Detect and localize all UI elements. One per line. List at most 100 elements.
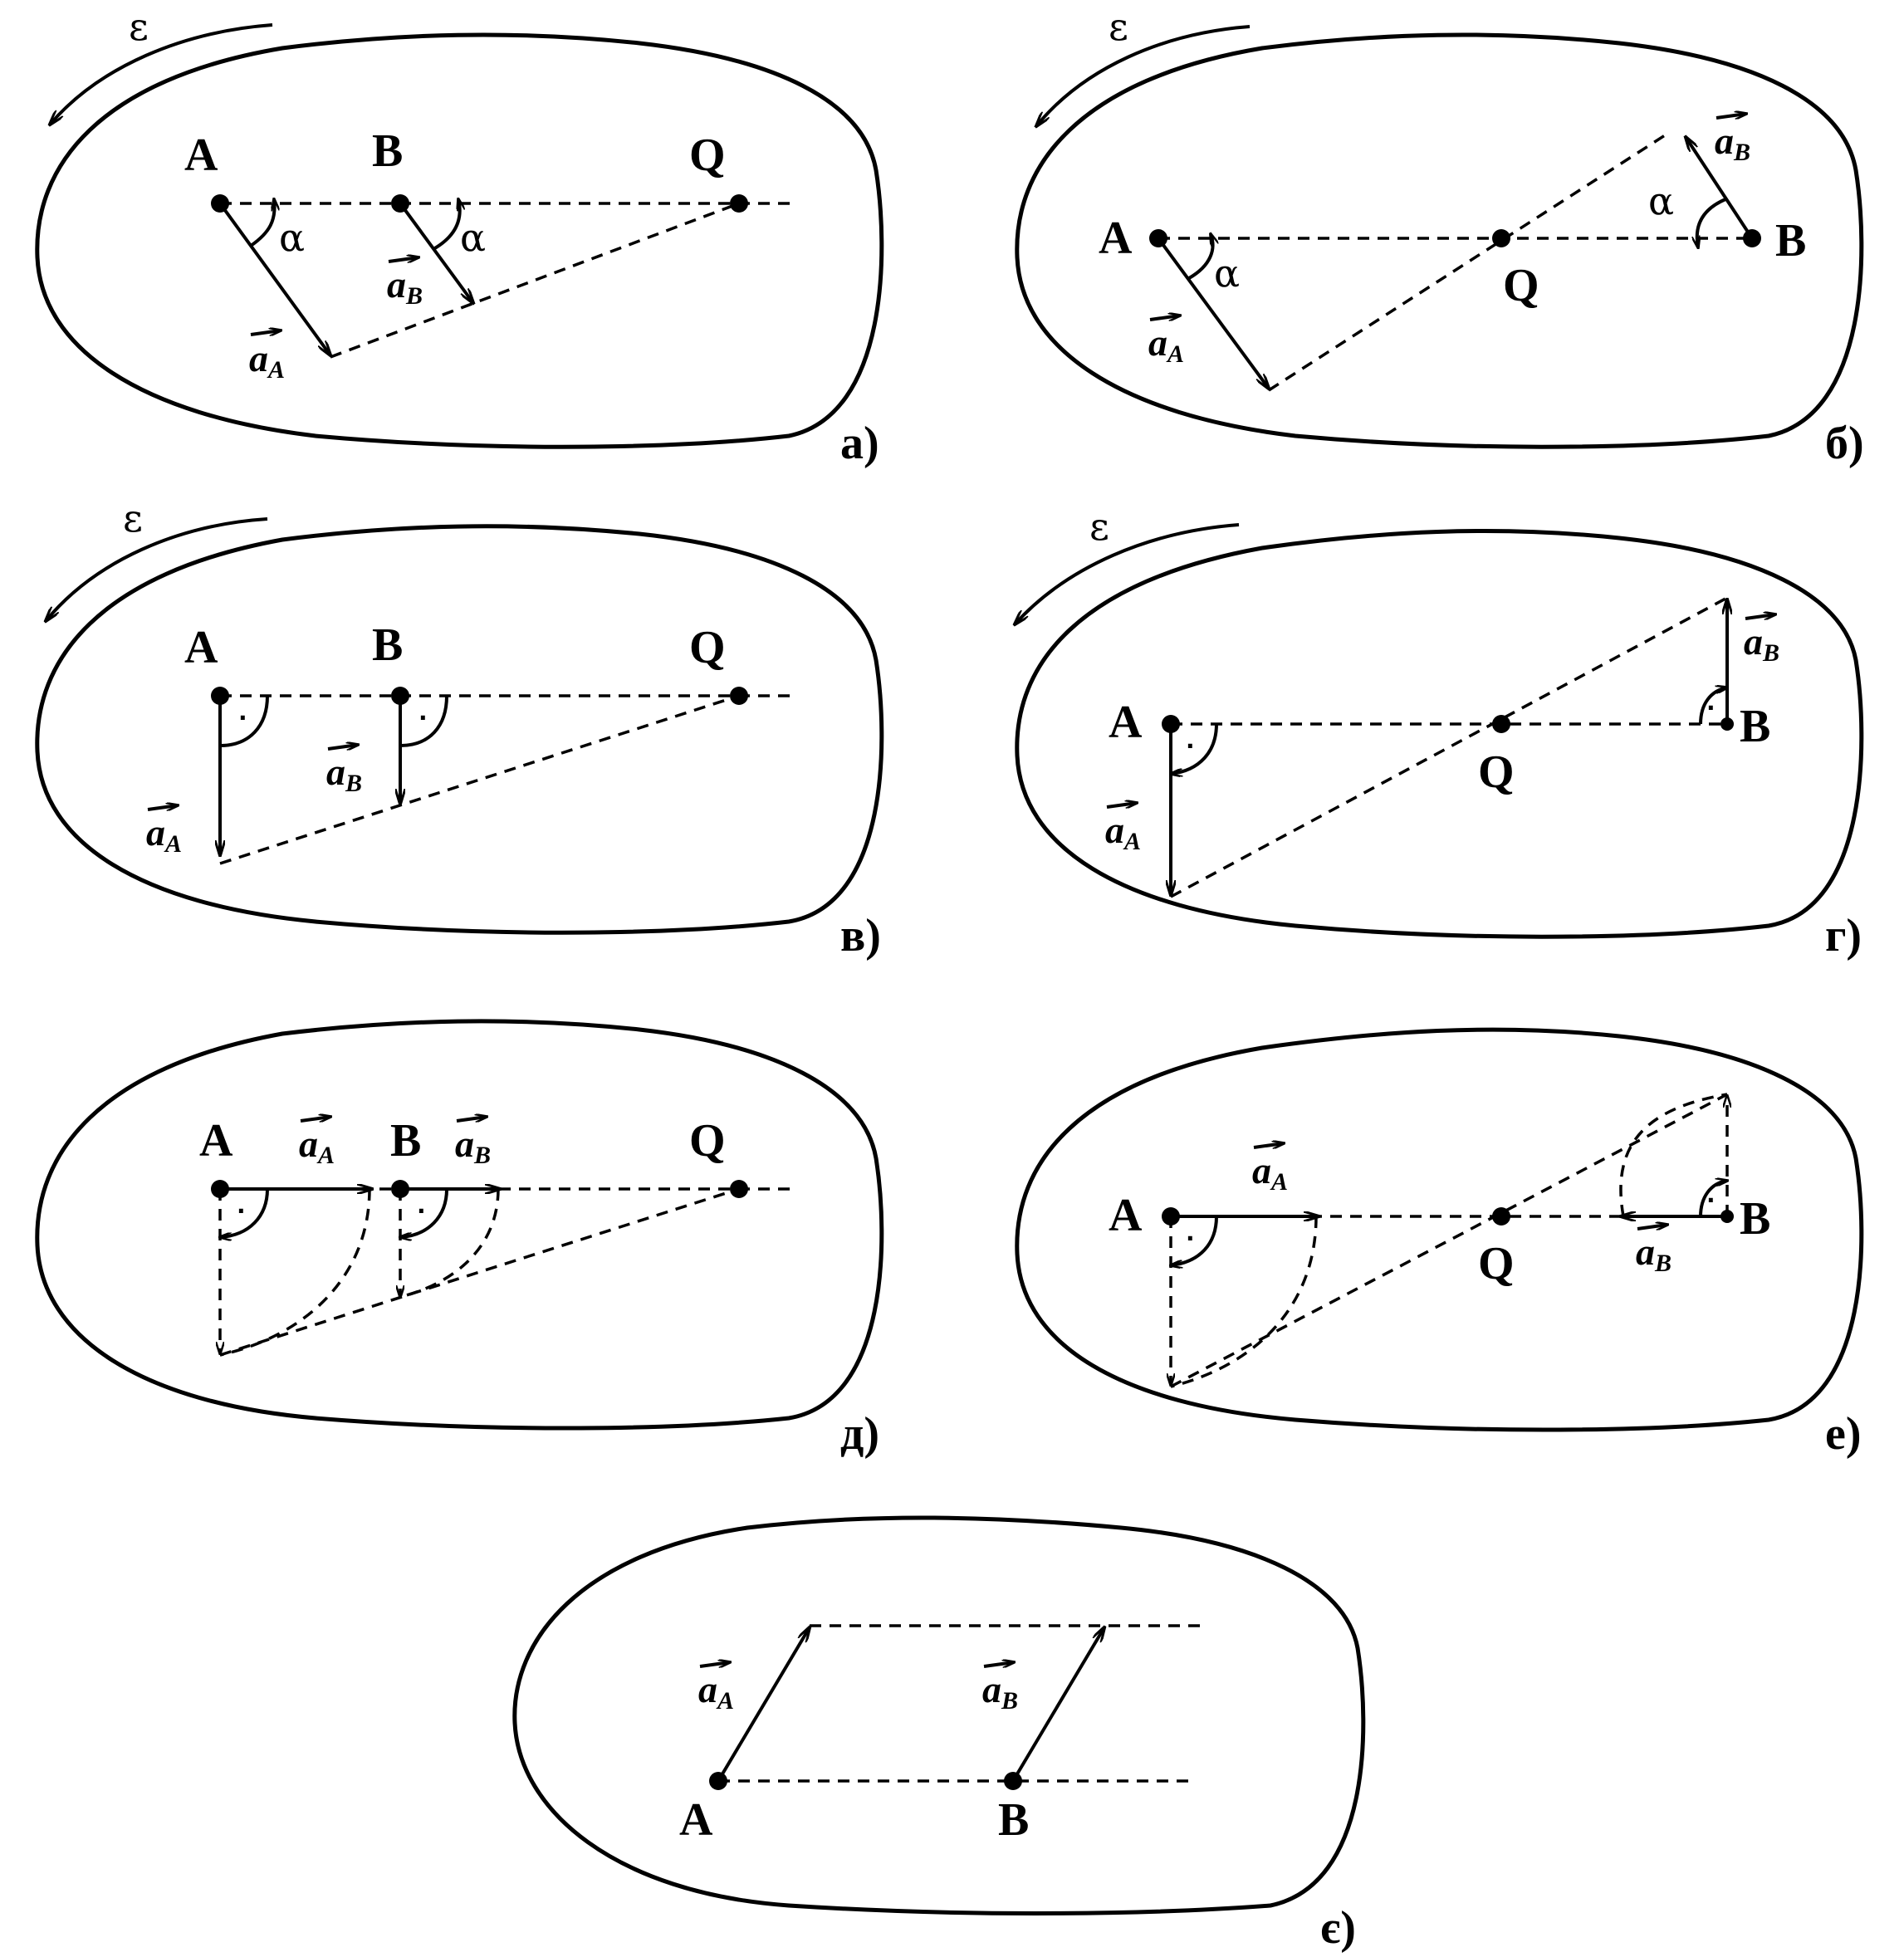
svg-text:aB: aB bbox=[1636, 1230, 1672, 1277]
panel-g: ε A Q B · · aA aB г) bbox=[1015, 504, 1864, 961]
accel-vector-a bbox=[218, 202, 330, 355]
accel-letter: a bbox=[146, 811, 165, 854]
label-a: A bbox=[199, 1115, 233, 1167]
accel-letter: a bbox=[326, 751, 345, 793]
point-q bbox=[1492, 229, 1510, 247]
accel-sub: B bbox=[345, 770, 362, 797]
panel-b: ε A Q B α α aA aB б) bbox=[1015, 4, 1864, 469]
point-q bbox=[730, 1180, 748, 1198]
accel-vector-a bbox=[717, 1627, 810, 1783]
angle-arc-a bbox=[1187, 234, 1213, 280]
accel-vector-b bbox=[399, 202, 473, 303]
accel-sub: A bbox=[1123, 828, 1141, 855]
svg-text:aB: aB bbox=[1744, 620, 1779, 667]
accel-vector-a bbox=[1157, 237, 1269, 389]
point-q bbox=[1492, 1207, 1510, 1226]
alpha-label-b: α bbox=[460, 215, 486, 260]
accel-sub: B bbox=[405, 282, 423, 310]
accel-letter: a bbox=[1715, 120, 1734, 162]
epsilon-label: ε bbox=[129, 4, 149, 49]
panel-caption: б) bbox=[1825, 418, 1864, 469]
rigid-body-outline bbox=[512, 1515, 1366, 1915]
rotation-arc-a bbox=[1170, 1216, 1318, 1388]
label-accel-b: aB bbox=[455, 1117, 491, 1169]
vec-over-arrow bbox=[1716, 114, 1746, 120]
vec-over-arrow bbox=[327, 745, 358, 751]
label-q: Q bbox=[1478, 746, 1515, 798]
label-q: Q bbox=[689, 130, 726, 181]
line-tip-to-q bbox=[219, 694, 740, 865]
rigid-body-outline bbox=[1015, 32, 1864, 449]
right-angle-arc-a bbox=[1171, 1216, 1218, 1265]
vec-over-arrow bbox=[699, 1662, 730, 1668]
right-angle-arc-a bbox=[220, 1188, 269, 1237]
rigid-body-outline bbox=[1015, 528, 1864, 939]
vec-over-arrow bbox=[147, 805, 178, 811]
label-accel-a: aA bbox=[146, 805, 182, 858]
panel-caption: г) bbox=[1825, 910, 1862, 961]
label-a: A bbox=[1099, 213, 1133, 264]
svg-text:aA: aA bbox=[698, 1668, 734, 1715]
label-b: B bbox=[1740, 701, 1770, 752]
right-angle-dot-a: · bbox=[1186, 732, 1195, 760]
label-accel-b: aB bbox=[387, 257, 423, 310]
accel-letter: a bbox=[982, 1668, 1001, 1710]
label-accel-b: aB bbox=[1744, 614, 1779, 667]
rotation-arc-b bbox=[1619, 1093, 1728, 1217]
svg-text:aB: aB bbox=[1715, 120, 1750, 166]
point-b bbox=[1720, 1210, 1734, 1223]
label-accel-a: aA bbox=[698, 1662, 734, 1715]
line-tip-to-q bbox=[330, 202, 740, 359]
accel-vector-b bbox=[1686, 137, 1754, 240]
label-a: A bbox=[679, 1794, 713, 1846]
accel-letter: a bbox=[698, 1668, 717, 1710]
accel-letter: a bbox=[1636, 1230, 1655, 1273]
point-b bbox=[1004, 1772, 1022, 1790]
label-accel-b: aB bbox=[982, 1662, 1018, 1715]
label-accel-a: aA bbox=[299, 1117, 335, 1169]
panel-caption: є) bbox=[1320, 1902, 1356, 1954]
point-a bbox=[709, 1772, 727, 1790]
panel-ye: A B aA aB є) bbox=[512, 1515, 1366, 1954]
accel-sub: A bbox=[316, 1142, 335, 1169]
epsilon-label: ε bbox=[1109, 4, 1128, 49]
label-accel-b: aB bbox=[1636, 1225, 1672, 1277]
right-angle-arc-b bbox=[399, 695, 448, 747]
label-b: B bbox=[372, 125, 403, 177]
point-q bbox=[1492, 715, 1510, 733]
epsilon-arrow bbox=[50, 23, 273, 125]
vec-over-arrow bbox=[1745, 614, 1775, 620]
right-angle-arc-b bbox=[400, 1188, 448, 1237]
label-accel-a: aA bbox=[1252, 1143, 1288, 1196]
right-angle-dot-a: · bbox=[237, 1197, 246, 1225]
rigid-body-outline bbox=[35, 32, 884, 449]
point-b bbox=[391, 1180, 409, 1198]
accel-sub: B bbox=[1762, 639, 1779, 667]
right-angle-dot-a: · bbox=[238, 704, 247, 731]
vec-over-arrow bbox=[1253, 1143, 1284, 1149]
rotation-arc-a bbox=[219, 1188, 371, 1357]
vec-over-arrow bbox=[300, 1117, 330, 1123]
line-tips-through-q bbox=[1170, 1093, 1728, 1388]
vec-over-arrow bbox=[456, 1117, 487, 1123]
label-accel-a: aA bbox=[249, 330, 285, 384]
label-a: A bbox=[1109, 1190, 1143, 1241]
panel-caption: е) bbox=[1825, 1408, 1862, 1460]
accel-sub: B bbox=[473, 1142, 491, 1169]
right-angle-dot-b: · bbox=[1706, 1186, 1716, 1214]
accel-letter: a bbox=[387, 263, 406, 306]
label-q: Q bbox=[1503, 260, 1539, 311]
angle-arc-a bbox=[249, 199, 275, 247]
epsilon-label: ε bbox=[123, 496, 143, 541]
label-accel-a: aA bbox=[1148, 316, 1184, 368]
panel-a: ε A B Q α α aA aB а) bbox=[35, 4, 884, 469]
right-angle-arc-b bbox=[1699, 1181, 1727, 1217]
label-accel-b: aB bbox=[1715, 114, 1750, 166]
right-angle-arc-a bbox=[219, 695, 269, 747]
vec-over-arrow bbox=[388, 257, 418, 263]
epsilon-arrow bbox=[1036, 25, 1251, 126]
line-tip-to-q bbox=[219, 1187, 740, 1357]
right-angle-arc-a bbox=[1171, 723, 1218, 774]
svg-text:aA: aA bbox=[1252, 1149, 1288, 1196]
